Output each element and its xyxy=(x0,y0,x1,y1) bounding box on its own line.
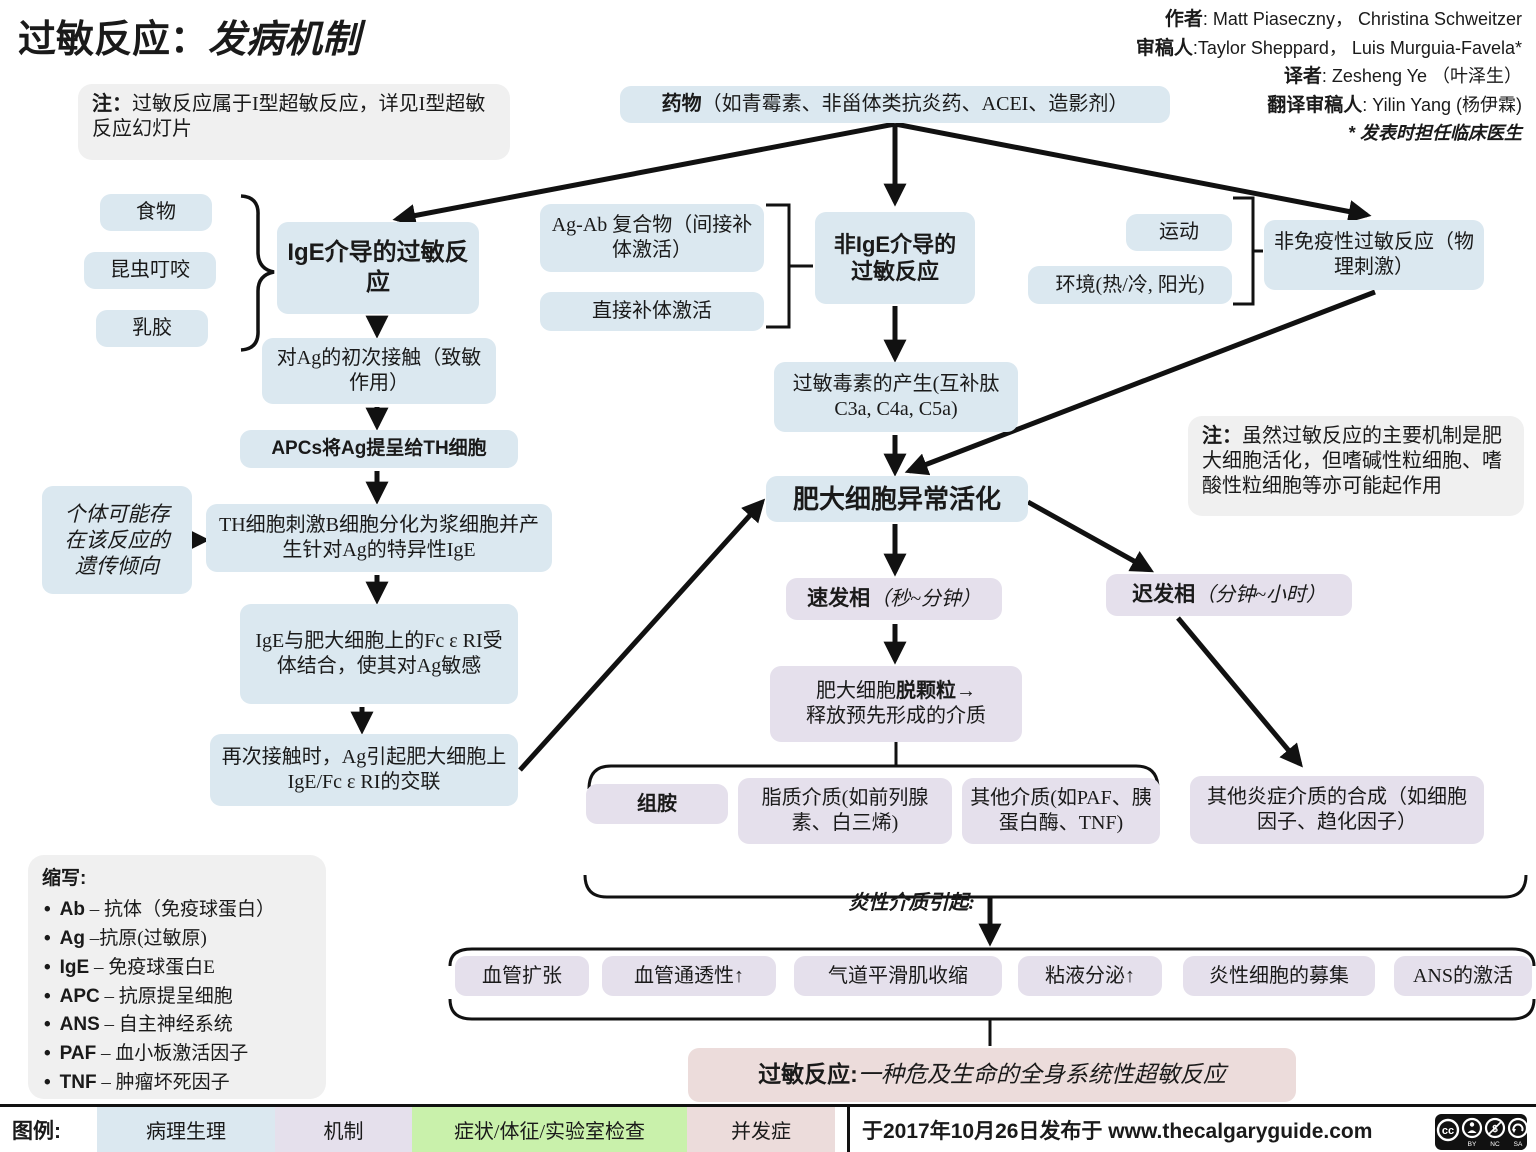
bracket-effects-gather xyxy=(448,998,1536,1046)
node-insect-sting: 昆虫叮咬 xyxy=(84,252,216,289)
node-non-ige-mediated: 非IgE介导的过敏反应 xyxy=(815,212,975,304)
node-agab-complex: Ag-Ab 复合物（间接补体激活） xyxy=(540,204,764,272)
node-ans-activation: ANS的激活 xyxy=(1394,956,1532,996)
node-degranulation: 肥大细胞脱颗粒→释放预先形成的介质 xyxy=(770,666,1022,742)
node-vasodilation: 血管扩张 xyxy=(455,956,589,996)
credit-translator: 译者: Zesheng Ye （叶泽生） xyxy=(1283,66,1522,87)
legend-label: 图例: xyxy=(12,1120,61,1143)
node-histamine: 组胺 xyxy=(586,784,728,824)
list-item: Ab – 抗体（免疫球蛋白） xyxy=(44,896,312,925)
node-lipid-mediators: 脂质介质(如前列腺素、白三烯) xyxy=(738,778,952,844)
node-other-inflammatory-synthesis: 其他炎症介质的合成（如细胞因子、趋化因子） xyxy=(1190,776,1484,844)
svg-text:cc: cc xyxy=(1442,1125,1454,1137)
website-url: www.thecalgaryguide.com xyxy=(1108,1120,1373,1143)
node-other-mediators: 其他介质(如PAF、胰蛋白酶、TNF) xyxy=(962,778,1160,844)
node-mucus-secretion: 粘液分泌↑ xyxy=(1018,956,1162,996)
abbreviations-box: 缩写: Ab – 抗体（免疫球蛋白） Ag –抗原(过敏原) IgE – 免疫球… xyxy=(28,855,326,1099)
note-type1-hypersensitivity: 注：过敏反应属于I型超敏反应，详见I型超敏反应幻灯片 xyxy=(78,84,510,160)
bracket-complement xyxy=(766,203,813,329)
node-vascular-permeability: 血管通透性↑ xyxy=(602,956,776,996)
credit-reviewers: 审稿人:Taylor Sheppard， Luis Murguia-Favela… xyxy=(1135,37,1522,59)
bracket-physical xyxy=(1233,196,1263,306)
legend-complications: 并发症 xyxy=(687,1107,835,1152)
svg-text:BY: BY xyxy=(1468,1141,1477,1148)
node-ige-mediated: IgE介导的过敏反应 xyxy=(277,222,479,314)
svg-text:NC: NC xyxy=(1490,1141,1500,1148)
arrow-nonimmune-to-mast xyxy=(904,289,1376,476)
cc-by-icon xyxy=(1461,1117,1483,1139)
arrow-reexposure-to-mast xyxy=(518,498,766,772)
node-apc-presents: APCs将Ag提呈给TH细胞 xyxy=(240,430,518,468)
label-inflammatory-mediators-cause: 炎性介质引起: xyxy=(848,892,975,914)
footer-divider xyxy=(847,1107,850,1152)
node-genetic-predisposition: 个体可能存在该反应的遗传倾向 xyxy=(42,486,192,594)
svg-text:$: $ xyxy=(1492,1124,1498,1135)
node-food: 食物 xyxy=(100,194,212,231)
bracket-mediators-gather xyxy=(583,874,1528,899)
list-item: ANS – 自主神经系统 xyxy=(44,1011,312,1040)
list-item: TNF – 肿瘤坏死因子 xyxy=(44,1069,312,1098)
main-arrows xyxy=(350,121,1376,947)
node-reexposure-crosslink: 再次接触时，Ag引起肥大细胞上IgE/Fc ε RI的交联 xyxy=(210,734,518,806)
bracket-effects-distribute xyxy=(448,947,1536,967)
node-ige-fceri-binding: IgE与肥大细胞上的Fc ε RI受体结合，使其对Ag敏感 xyxy=(240,604,518,704)
abbreviations-title: 缩写: xyxy=(42,868,87,889)
node-direct-complement: 直接补体激活 xyxy=(540,292,764,331)
brace-triggers-ige xyxy=(240,194,275,352)
cc-icon xyxy=(1436,1118,1460,1142)
list-item: APC – 抗原提呈细胞 xyxy=(44,983,312,1012)
credit-translation-reviewer: 翻译审稿人: Yilin Yang (杨伊霖) xyxy=(1267,94,1522,116)
legend-signs-labs: 症状/体征/实验室检查 xyxy=(412,1107,687,1152)
node-airway-constriction: 气道平滑肌收缩 xyxy=(794,956,1002,996)
list-item: Ag –抗原(过敏原) xyxy=(44,925,312,954)
arrow-drugs-to-ige xyxy=(392,121,896,227)
brackets xyxy=(240,194,1536,1046)
node-early-phase: 速发相（秒~分钟） xyxy=(786,578,1002,620)
node-first-exposure: 对Ag的初次接触（致敏作用） xyxy=(262,338,496,404)
legend-footer: 图例: 病理生理 机制 症状/体征/实验室检查 并发症 于2017年10月26日… xyxy=(0,1104,1536,1152)
abbreviations-list: Ab – 抗体（免疫球蛋白） Ag –抗原(过敏原) IgE – 免疫球蛋白E … xyxy=(44,896,312,1098)
node-th-b-cell: TH细胞刺激B细胞分化为浆细胞并产生针对Ag的特异性IgE xyxy=(206,504,552,572)
node-late-phase: 迟发相（分钟~小时） xyxy=(1106,574,1352,616)
node-inflammatory-cell-recruitment: 炎性细胞的募集 xyxy=(1183,956,1375,996)
cc-license-badge: cc $ BY NC SA xyxy=(1435,1114,1528,1150)
page-title: 过敏反应：发病机制 xyxy=(18,19,361,61)
cc-sa-icon xyxy=(1507,1117,1528,1139)
node-drugs: 药物（如青霉素、非甾体类抗炎药、ACEI、造影剂） xyxy=(620,86,1170,123)
credit-authors: 作者: Matt Piaseczny， Christina Schweitzer xyxy=(1164,9,1522,30)
bracket-degranulation-mediators xyxy=(587,742,1160,790)
node-anaphylatoxin: 过敏毒素的产生(互补肽C3a, C4a, C5a) xyxy=(774,362,1018,432)
legend-pathophysiology: 病理生理 xyxy=(97,1107,275,1152)
node-environment: 环境(热/冷, 阳光) xyxy=(1028,266,1232,304)
list-item: IgE – 免疫球蛋白E xyxy=(44,954,312,983)
legend-mechanism: 机制 xyxy=(275,1107,412,1152)
publication-info: 于2017年10月26日发布于 www.thecalgaryguide.com xyxy=(862,1120,1373,1143)
cc-nc-icon xyxy=(1484,1117,1506,1139)
arrow-mast-to-late xyxy=(1026,499,1155,573)
node-anaphylaxis-final: 过敏反应:一种危及生命的全身系统性超敏反应 xyxy=(688,1048,1296,1102)
arrow-late-to-otherinflammatory xyxy=(1176,616,1303,768)
node-exercise: 运动 xyxy=(1126,214,1232,251)
node-non-immune: 非免疫性过敏反应（物理刺激） xyxy=(1264,220,1484,290)
note-basophils: 注：虽然过敏反应的主要机制是肥大细胞活化，但嗜碱性粒细胞、嗜酸性粒细胞等亦可能起… xyxy=(1188,416,1524,516)
node-latex: 乳胶 xyxy=(96,310,208,347)
node-mast-cell-activation: 肥大细胞异常活化 xyxy=(766,476,1028,522)
credits: 作者: Matt Piaseczny， Christina Schweitzer… xyxy=(1136,6,1522,147)
svg-text:SA: SA xyxy=(1514,1141,1523,1148)
arrow-drugs-to-nonimmune xyxy=(894,121,1372,223)
credit-footnote: * 发表时担任临床医生 xyxy=(1347,123,1522,143)
list-item: PAF – 血小板激活因子 xyxy=(44,1040,312,1069)
